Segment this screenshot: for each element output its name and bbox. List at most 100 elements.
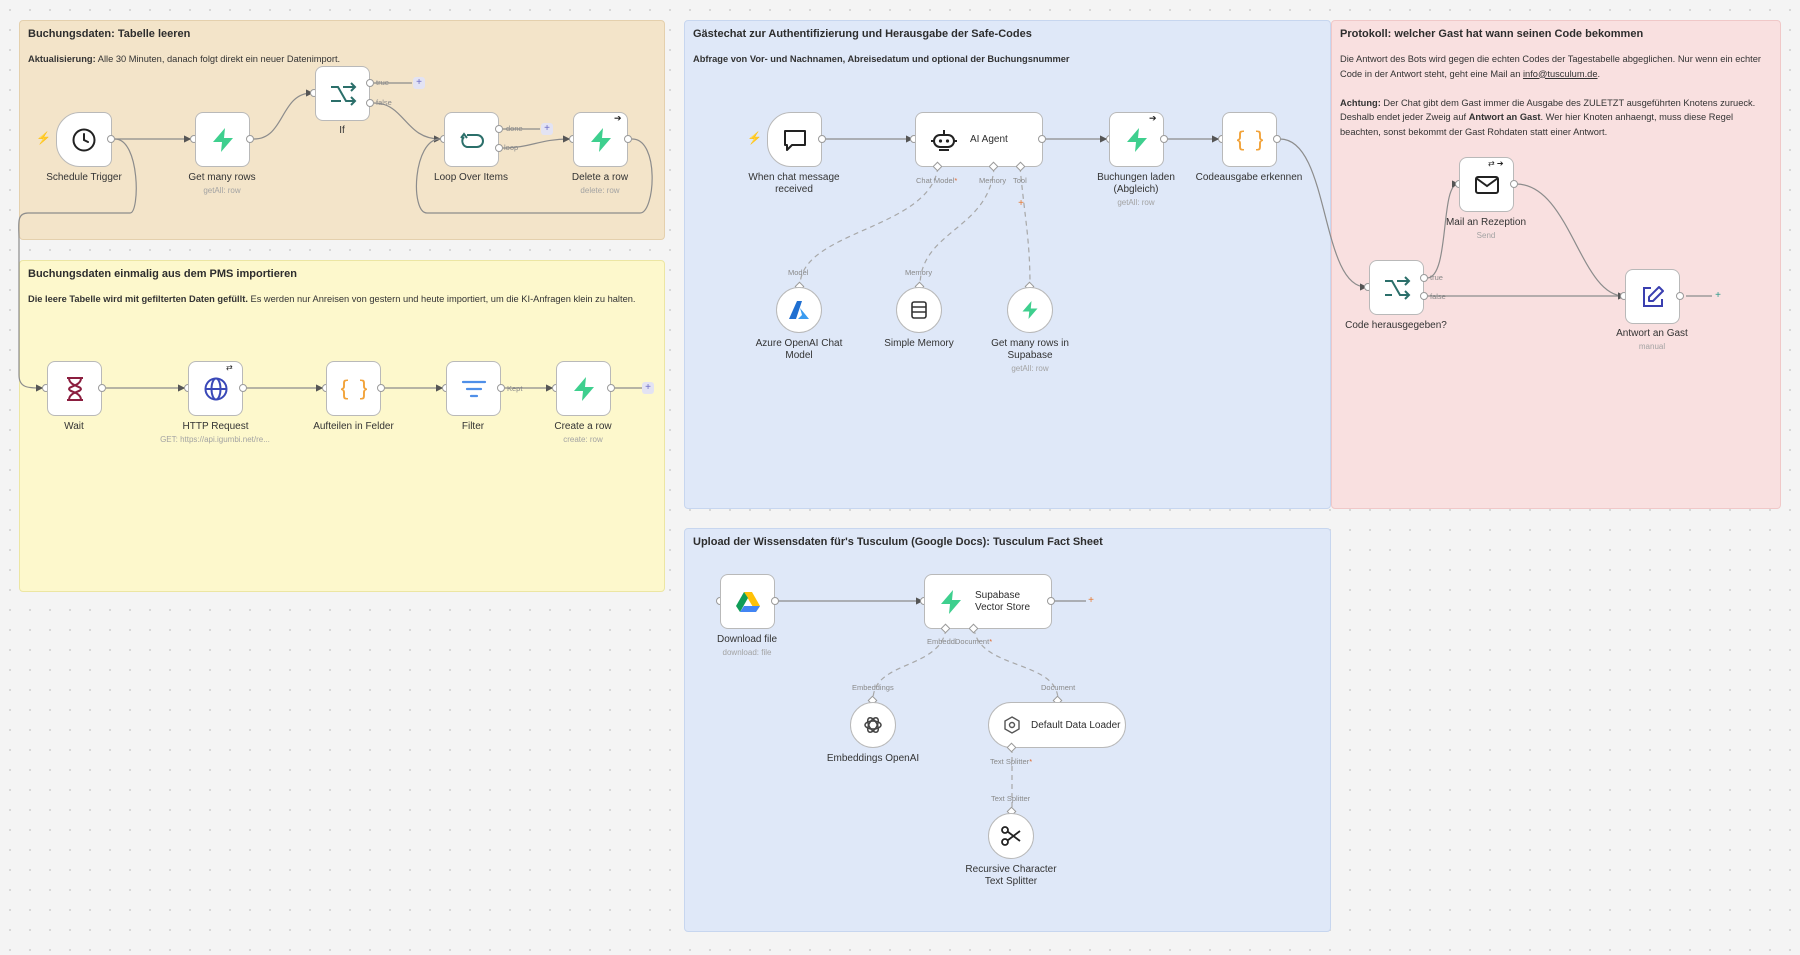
filter-node[interactable] [446, 361, 501, 416]
output-port[interactable] [1038, 135, 1046, 143]
supabase-icon [573, 376, 594, 401]
get-many-rows-node[interactable] [195, 112, 250, 167]
note-title: Gästechat zur Authentifizierung und Hera… [693, 28, 1032, 40]
output-label-done: done [506, 124, 523, 133]
output-port[interactable] [1676, 292, 1684, 300]
http-request-node[interactable] [188, 361, 243, 416]
embeddings-openai-node[interactable] [850, 702, 896, 748]
buchungen-laden-node[interactable] [1109, 112, 1164, 167]
svg-text:{ }: { } [341, 377, 367, 401]
add-node-button[interactable]: + [413, 77, 425, 89]
arrow-right-icon: ➔ [1149, 113, 1157, 123]
wire-mail-antwort [1515, 183, 1626, 300]
google-drive-icon [735, 591, 760, 612]
wire-vector-emb [872, 628, 947, 701]
output-port[interactable] [239, 384, 247, 392]
output-port[interactable] [1273, 135, 1281, 143]
codeausgabe-erkennen-node[interactable]: { } [1222, 112, 1277, 167]
branch-icon [330, 81, 356, 106]
wait-node[interactable] [47, 361, 102, 416]
output-port[interactable] [624, 135, 632, 143]
aufteilen-in-felder-node[interactable]: { } [326, 361, 381, 416]
add-node-button[interactable]: + [541, 123, 553, 135]
output-port[interactable] [1160, 135, 1168, 143]
loop-over-items-node[interactable] [444, 112, 499, 167]
output-port[interactable] [497, 384, 505, 392]
wire-to-wait [18, 138, 137, 392]
antwort-an-gast-node[interactable] [1625, 269, 1680, 324]
add-node-button[interactable]: + [642, 382, 654, 394]
supabase-icon [1126, 127, 1147, 152]
output-port[interactable] [818, 135, 826, 143]
get-many-rows-supabase-node[interactable] [1007, 287, 1053, 333]
output-port-true[interactable] [366, 79, 374, 87]
output-label-true: true [376, 78, 389, 87]
globe-icon [204, 377, 227, 400]
node-label: Mail an Rezeption [1445, 217, 1527, 228]
wire-vector-doc [973, 628, 1059, 701]
output-label-true: true [1430, 273, 1443, 282]
node-subtitle: download: file [722, 648, 772, 657]
output-label-false: false [1430, 292, 1446, 301]
filter-icon [461, 380, 486, 397]
clock-icon [72, 128, 96, 151]
note-tabelle-leeren[interactable]: Buchungsdaten: Tabelle leeren Aktualisie… [19, 20, 665, 240]
output-port[interactable] [98, 384, 106, 392]
connector-label-text-splitter: Text Splitter* [990, 757, 1033, 766]
connector-label-memory-in: Memory [905, 268, 933, 277]
output-port-false[interactable] [1420, 292, 1428, 300]
note-gaestechat[interactable]: Gästechat zur Authentifizierung und Hera… [684, 20, 1331, 509]
download-file-node[interactable] [720, 574, 775, 629]
mail-an-rezeption-node[interactable] [1459, 157, 1514, 212]
connector-label-text-splitter-in: Text Splitter [991, 794, 1031, 803]
wire-q-mail [1426, 180, 1460, 279]
node-label: Simple Memory [884, 338, 954, 349]
node-label: Recursive Character Text Splitter [965, 864, 1057, 887]
refresh-icon: ⇄ [226, 363, 233, 372]
add-node-button[interactable]: + [1088, 595, 1094, 606]
scissors-icon [1001, 826, 1021, 846]
if-node[interactable] [315, 66, 370, 121]
supabase-icon [941, 589, 961, 614]
output-port[interactable] [377, 384, 385, 392]
node-label: Download file [716, 634, 778, 645]
output-port-done[interactable] [495, 125, 503, 133]
robot-icon [931, 129, 957, 151]
output-port[interactable] [107, 135, 115, 143]
hourglass-icon [66, 376, 83, 401]
ai-agent-node[interactable]: AI Agent [915, 112, 1043, 167]
add-node-button[interactable]: + [1715, 290, 1721, 301]
schedule-trigger-node[interactable] [56, 112, 112, 167]
database-icon [911, 301, 927, 319]
connector-label-memory: Memory [979, 176, 1007, 185]
node-subtitle: create: row [563, 435, 603, 444]
output-port[interactable] [1510, 180, 1518, 188]
wire-delete-back [415, 138, 653, 214]
output-port[interactable] [771, 597, 779, 605]
braces-icon: { } [341, 377, 367, 401]
create-a-row-node[interactable] [556, 361, 611, 416]
supabase-vector-store-node[interactable]: Supabase Vector Store [924, 574, 1052, 629]
recursive-text-splitter-node[interactable] [988, 813, 1034, 859]
note-text: Die leere Tabelle wird mit gefilterten D… [28, 294, 636, 304]
node-label: Buchungen laden (Abgleich) [1097, 172, 1175, 195]
node-label: When chat message received [748, 172, 840, 195]
node-label: Schedule Trigger [46, 172, 122, 183]
add-tool-button[interactable]: + [1018, 198, 1024, 209]
output-port[interactable] [246, 135, 254, 143]
azure-openai-chat-model-node[interactable] [776, 287, 822, 333]
output-port[interactable] [1047, 597, 1055, 605]
wire-agent-model [799, 166, 939, 287]
chat-trigger-node[interactable] [767, 112, 822, 167]
output-port-true[interactable] [1420, 274, 1428, 282]
note-text: Aktualisierung: Alle 30 Minuten, danach … [28, 54, 341, 64]
output-port-false[interactable] [366, 99, 374, 107]
node-label: Aufteilen in Felder [313, 421, 394, 432]
output-port[interactable] [607, 384, 615, 392]
default-data-loader-node[interactable]: Default Data Loader [988, 702, 1126, 748]
simple-memory-node[interactable] [896, 287, 942, 333]
output-port-loop[interactable] [495, 144, 503, 152]
node-label: Code herausgegeben? [1345, 320, 1447, 331]
note-pms-import[interactable]: Buchungsdaten einmalig aus dem PMS impor… [19, 260, 665, 592]
code-herausgegeben-node[interactable] [1369, 260, 1424, 315]
